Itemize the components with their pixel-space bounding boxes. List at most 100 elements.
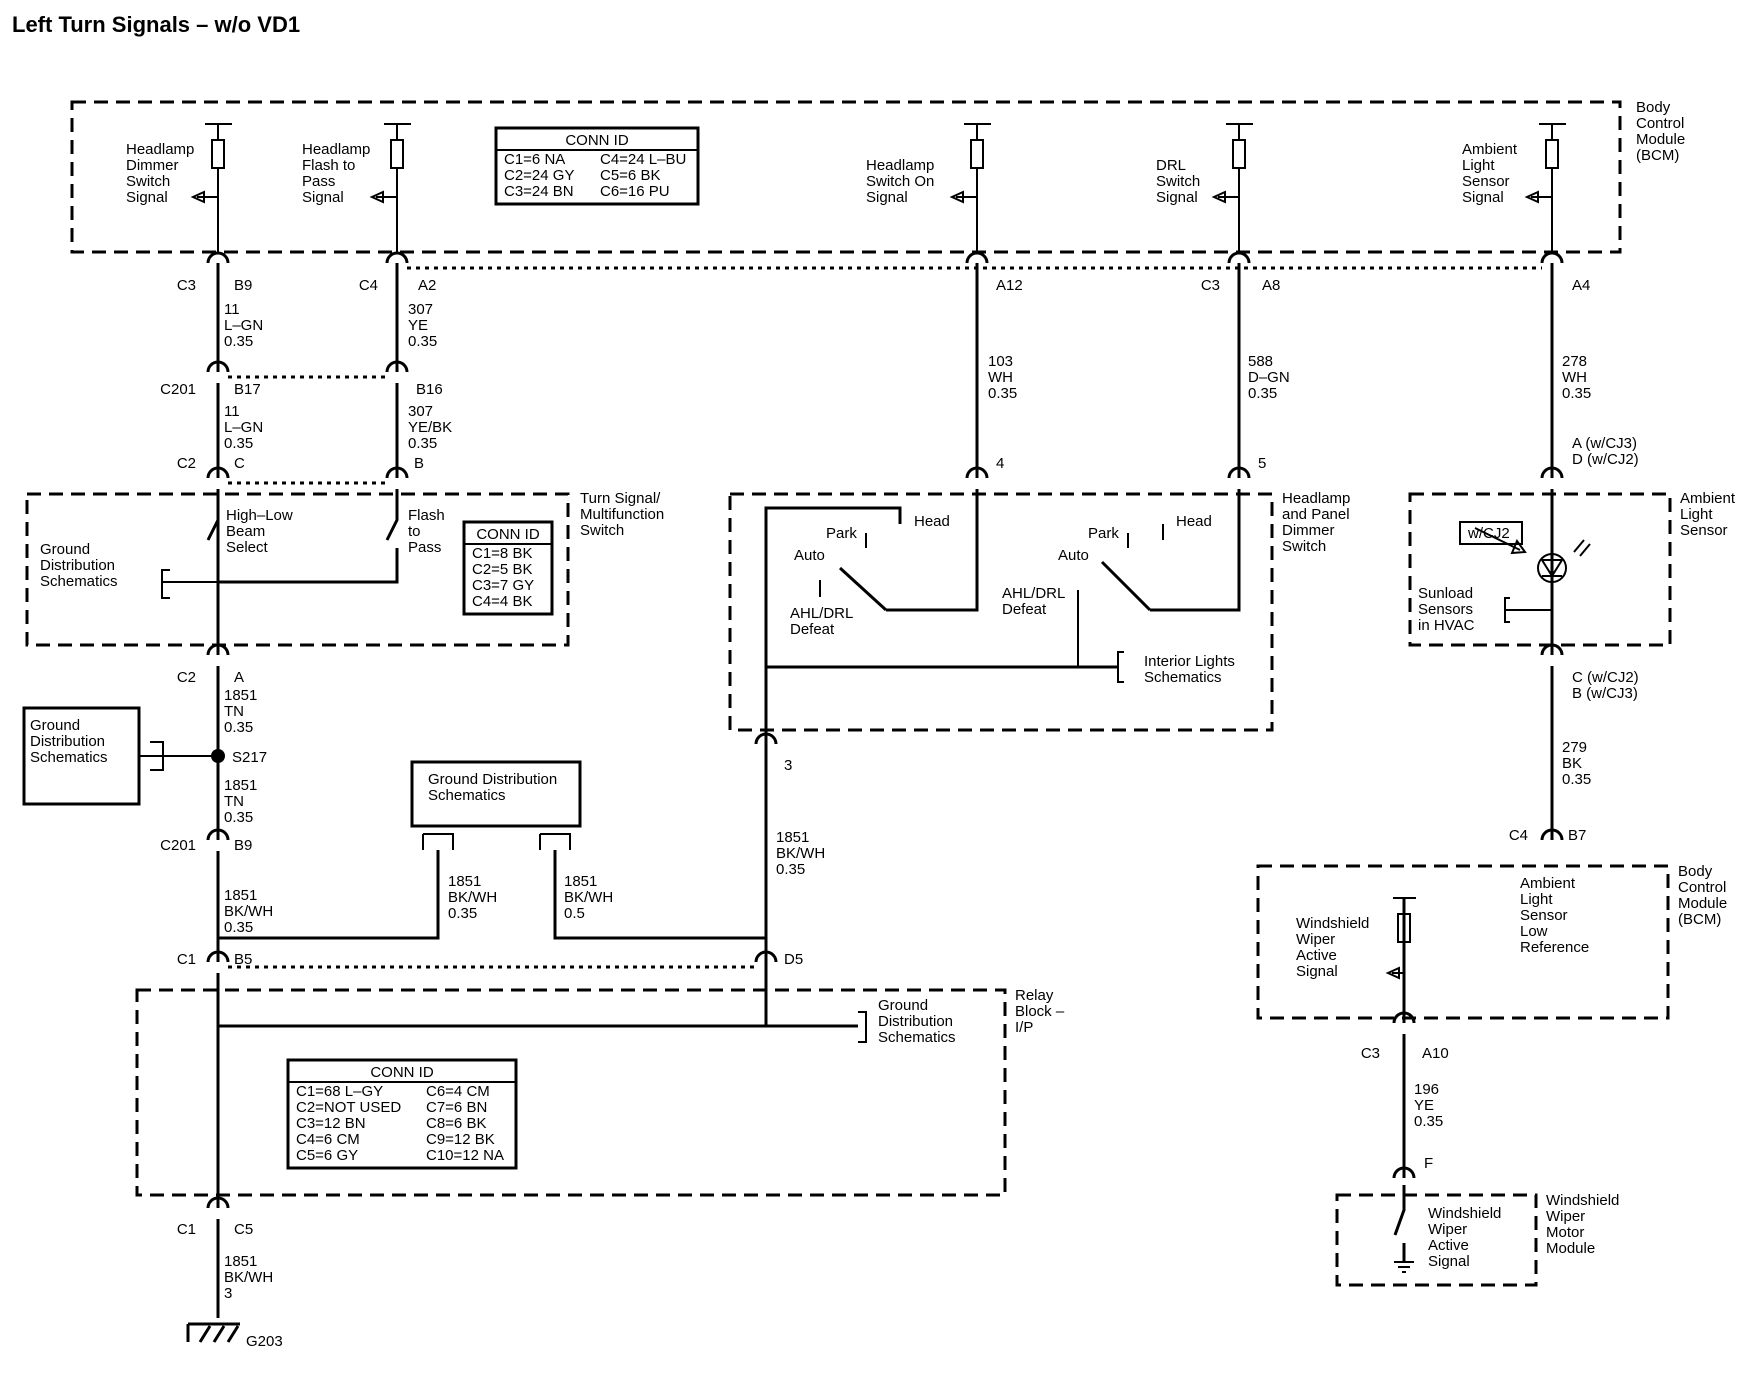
wire-196-line-2: 0.35 — [1414, 1113, 1443, 1130]
turn-switch-conn-table-cell: C3=7 GY — [472, 577, 534, 594]
wire-1851-c-line-0: 1851 — [224, 887, 257, 904]
wiper-active-signal-label-line-2: Active — [1296, 947, 1337, 964]
dimmer-switch-label-line-3: Switch — [1282, 538, 1326, 555]
wire-11-a-line-0: 11 — [224, 301, 240, 318]
high-low-beam-label-line-0: High–Low — [226, 507, 293, 524]
bcm-internal-circuits — [190, 123, 1566, 254]
gds-left-box — [22, 706, 141, 806]
wire-1851-f-line-1: BK/WH — [564, 889, 613, 906]
switch-on-signal-label-line-0: Headlamp — [866, 157, 934, 174]
wire-1851-c-line-2: 0.35 — [224, 919, 253, 936]
wire-11-b-line-2: 0.35 — [224, 435, 253, 452]
wire-1851-d-line-0: 1851 — [776, 829, 809, 846]
bcm-bottom-label-line-2: Module — [1678, 895, 1727, 912]
wiper-active-signal-label-line-0: Windshield — [1296, 915, 1369, 932]
wire-1851-g-line-2: 3 — [224, 1285, 232, 1302]
splice-s217: S217 — [232, 749, 267, 766]
turn-switch-label-line-1: Multifunction — [580, 506, 664, 523]
conn-c4-a2-0: C4 — [359, 277, 378, 294]
conn-b16: B16 — [416, 381, 443, 398]
relay-block-label-line-2: I/P — [1015, 1019, 1033, 1036]
switch-on-signal-label-line-1: Switch On — [866, 173, 934, 190]
relay-conn-table-cell: C5=6 GY — [296, 1147, 358, 1164]
dimmer-switch-label-line-2: Dimmer — [1282, 522, 1335, 539]
conn-c3-a8-1: A8 — [1262, 277, 1280, 294]
conn-c4-b7-1: B7 — [1568, 827, 1586, 844]
wire-307-b-line-0: 307 — [408, 403, 433, 420]
wire-103-line-1: WH — [988, 369, 1013, 386]
turn-switch-label-line-0: Turn Signal/ — [580, 490, 661, 507]
gds-relay-ref-line-2: Schematics — [878, 1029, 956, 1046]
wire-1851-d-line-2: 0.35 — [776, 861, 805, 878]
ambient-signal-label-line-1: Light — [1462, 157, 1495, 174]
dimmer-signal-label-line-1: Dimmer — [126, 157, 179, 174]
wiper-module-signal-label-line-2: Active — [1428, 1237, 1469, 1254]
relay-block-boundary — [135, 988, 1007, 1197]
gds-relay-ref-line-0: Ground — [878, 997, 928, 1014]
conn-c3-a10-0: C3 — [1361, 1045, 1380, 1062]
wcj2-label: w/CJ2 — [1467, 525, 1510, 542]
bcm-conn-table-header: CONN ID — [565, 132, 629, 149]
flash-signal-label-line-3: Signal — [302, 189, 344, 206]
wiper-module-label-line-3: Module — [1546, 1240, 1595, 1257]
interior-lights-ref-line-0: Interior Lights — [1144, 653, 1235, 670]
conn-c2-c-0: C2 — [177, 455, 196, 472]
wire-307-a-line-2: 0.35 — [408, 333, 437, 350]
wiper-active-signal-label-line-1: Wiper — [1296, 931, 1335, 948]
relay-conn-table-cell: C7=6 BN — [426, 1099, 487, 1116]
ambient-signal-label-line-3: Signal — [1462, 189, 1504, 206]
ambient-light-sensor-element — [1459, 521, 1591, 623]
gds-center-ref-line-1: Schematics — [428, 787, 506, 804]
conn-c3-a8-0: C3 — [1201, 277, 1220, 294]
wire-1851-a-line-2: 0.35 — [224, 719, 253, 736]
conn-c1-c5-1: C5 — [234, 1221, 253, 1238]
wire-307-a-line-1: YE — [408, 317, 428, 334]
park-label-left: Park — [826, 525, 857, 542]
dimmer-signal-label-line-0: Headlamp — [126, 141, 194, 158]
ambient-signal-label-line-2: Sensor — [1462, 173, 1510, 190]
wire-1851-c-line-1: BK/WH — [224, 903, 273, 920]
park-label-right: Park — [1088, 525, 1119, 542]
turn-switch-boundary — [25, 492, 570, 647]
sunload-ref-line-0: Sunload — [1418, 585, 1473, 602]
bcm-bottom-label-line-1: Control — [1678, 879, 1726, 896]
turn-switch-conn-table-cell: C2=5 BK — [472, 561, 532, 578]
auto-label-left: Auto — [794, 547, 825, 564]
head-label-left: Head — [914, 513, 950, 530]
conn-c2-a-0: C2 — [177, 669, 196, 686]
conn-pin4: 4 — [996, 455, 1004, 472]
wire-1851-f-line-2: 0.5 — [564, 905, 585, 922]
bcm-conn-table-cell: C4=24 L–BU — [600, 151, 686, 168]
wire-1851-a-line-1: TN — [224, 703, 244, 720]
bcm-bottom-boundary — [1256, 864, 1670, 1020]
sunload-ref-line-2: in HVAC — [1418, 617, 1475, 634]
bcm-top-boundary — [70, 100, 1622, 254]
ambient-low-ref-label-line-4: Reference — [1520, 939, 1589, 956]
wire-307-a-line-0: 307 — [408, 301, 433, 318]
ambient-sensor-label-line-2: Sensor — [1680, 522, 1728, 539]
switch-on-signal-label-line-2: Signal — [866, 189, 908, 206]
wiper-module-boundary — [1335, 1193, 1538, 1287]
ahl-drl-label-right-line-0: AHL/DRL — [1002, 585, 1065, 602]
relay-conn-table-cell: C8=6 BK — [426, 1115, 486, 1132]
bcm-conn-table-cell: C1=6 NA — [504, 151, 565, 168]
wire-1851-b-line-1: TN — [224, 793, 244, 810]
wire-103-line-0: 103 — [988, 353, 1013, 370]
conn-a4: A4 — [1572, 277, 1590, 294]
bcm-conn-table-cell: C5=6 BK — [600, 167, 660, 184]
bcm-conn-table-cell: C3=24 BN — [504, 183, 574, 200]
gds-center-box — [410, 760, 582, 828]
conn-pin5: 5 — [1258, 455, 1266, 472]
auto-label-right: Auto — [1058, 547, 1089, 564]
wire-1851-e-line-0: 1851 — [448, 873, 481, 890]
conn-ambient-top-line-1: D (w/CJ2) — [1572, 451, 1639, 468]
wire-278-line-0: 278 — [1562, 353, 1587, 370]
conn-c1-b5-1: B5 — [234, 951, 252, 968]
ambient-low-ref-label-line-2: Sensor — [1520, 907, 1568, 924]
wire-1851-f-line-0: 1851 — [564, 873, 597, 890]
dimmer-switch-label-line-1: and Panel — [1282, 506, 1350, 523]
schematic-lines — [22, 100, 1672, 1343]
conn-c3-b9-0: C3 — [177, 277, 196, 294]
wiper-module-label-line-1: Wiper — [1546, 1208, 1585, 1225]
